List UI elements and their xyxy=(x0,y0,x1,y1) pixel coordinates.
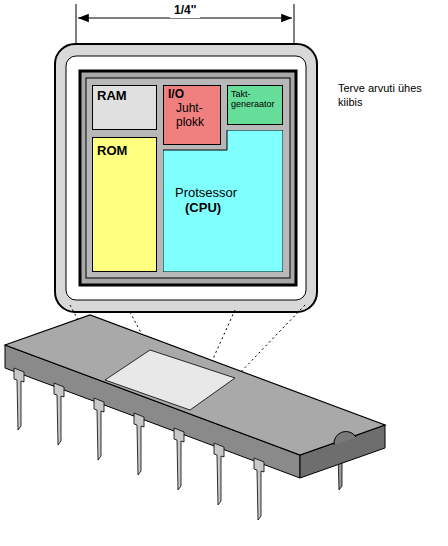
block-label: (CPU) xyxy=(175,201,279,216)
chip-block: Protsessor(CPU) xyxy=(163,130,283,272)
block-label: ROM xyxy=(97,144,152,159)
block-label: Protsessor xyxy=(175,186,279,201)
pin xyxy=(214,443,224,505)
block-label: I/O xyxy=(168,88,216,102)
pin xyxy=(254,458,264,520)
magnified-die xyxy=(55,44,317,312)
pin xyxy=(54,383,64,445)
pin xyxy=(94,398,104,460)
block-outline xyxy=(163,130,283,272)
dip-package xyxy=(5,315,385,520)
dimension-label: 1/4'' xyxy=(170,3,200,18)
block-label: Juht- plokk xyxy=(168,102,216,130)
caption-note: Terve arvuti ühes kiibis xyxy=(338,82,438,110)
chip-block: RAM xyxy=(92,85,157,130)
block-label: Takt- generaator xyxy=(231,89,279,110)
chip-block: I/OJuht- plokk xyxy=(163,85,221,145)
pin xyxy=(14,368,24,430)
pin xyxy=(174,428,184,490)
block-label: RAM xyxy=(97,89,152,104)
chip-block: ROM xyxy=(92,137,157,272)
pin xyxy=(134,413,144,475)
chip-block: Takt- generaator xyxy=(227,85,283,125)
dimension-line xyxy=(76,4,294,44)
